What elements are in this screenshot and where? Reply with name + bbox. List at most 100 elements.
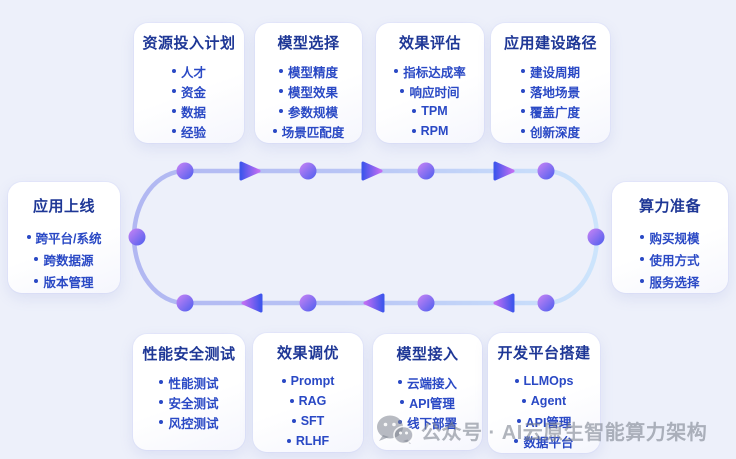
bullet-icon	[640, 257, 645, 261]
bullet-icon	[278, 89, 283, 93]
bullet-icon	[397, 420, 402, 424]
card-item-label: API管理	[525, 415, 572, 430]
card-item-list: 跨平台/系统 跨数据源 版本管理	[8, 226, 120, 292]
list-item: 响应时间	[376, 81, 484, 101]
list-item: 模型效果	[255, 81, 362, 101]
loop-node-dot	[176, 162, 194, 180]
card-computing-power-preparation: 算力准备 购买规模 使用方式 服务选择	[612, 182, 728, 293]
card-item-label: 跨平台/系统	[35, 231, 102, 246]
list-item: 性能测试	[133, 372, 245, 392]
card-item-label: 服务选择	[649, 275, 700, 290]
card-title: 算力准备	[638, 198, 701, 215]
card-title: 模型选择	[277, 35, 340, 52]
card-item-label: RLHF	[295, 434, 330, 448]
card-item-list: 云端接入 API管理 线下部署	[373, 372, 482, 432]
card-title: 效果调优	[276, 345, 339, 362]
card-item-label: 落地场景	[529, 85, 580, 100]
list-item: 场景匹配度	[255, 121, 362, 141]
bullet-icon	[514, 379, 519, 383]
list-item: RPM	[376, 121, 484, 141]
list-item: Agent	[488, 391, 600, 411]
card-item-list: Prompt RAG SFT RLHF	[253, 371, 363, 451]
list-item: 经验	[134, 121, 244, 141]
bullet-icon	[286, 439, 291, 443]
card-item-label: 资金	[180, 85, 206, 100]
card-effect-evaluation: 效果评估 指标达成率 响应时间 TPM RPM	[376, 23, 484, 143]
card-item-label: 指标达成率	[403, 65, 466, 80]
list-item: 模型精度	[255, 61, 362, 81]
card-dev-platform-building: 开发平台搭建 LLMOps Agent API管理 数据平台	[488, 333, 600, 453]
card-item-list: 购买规模 使用方式 服务选择	[612, 226, 728, 292]
card-item-label: 安全测试	[168, 396, 219, 411]
bullet-icon	[171, 109, 176, 113]
arrow-left-icon	[241, 293, 263, 313]
loop-node-dot	[537, 294, 555, 312]
loop-node-dot	[128, 228, 146, 246]
loop-node-dot	[299, 162, 317, 180]
bullet-icon	[520, 89, 525, 93]
bullet-icon	[411, 129, 416, 133]
list-item: 数据平台	[488, 431, 600, 451]
arrow-right-icon	[239, 161, 261, 181]
card-item-label: 跨数据源	[43, 253, 94, 268]
card-title: 应用建设路径	[503, 35, 597, 52]
bullet-icon	[159, 400, 164, 404]
card-title: 效果评估	[398, 35, 461, 52]
card-item-label: 创新深度	[529, 125, 580, 140]
list-item: 云端接入	[373, 372, 482, 392]
bullet-icon	[400, 400, 405, 404]
list-item: LLMOps	[488, 371, 600, 391]
bullet-icon	[159, 420, 164, 424]
list-item: 线下部署	[373, 412, 482, 432]
card-item-label: 性能测试	[168, 376, 219, 391]
bullet-icon	[520, 69, 525, 73]
bullet-icon	[34, 279, 39, 283]
card-item-list: 性能测试 安全测试 风控测试	[133, 372, 245, 432]
bullet-icon	[640, 279, 645, 283]
card-item-label: 使用方式	[649, 253, 700, 268]
card-item-label: 响应时间	[409, 85, 460, 100]
card-item-label: 线下部署	[406, 416, 457, 431]
list-item: 覆盖广度	[491, 101, 610, 121]
card-item-label: SFT	[300, 414, 325, 428]
card-item-label: TPM	[421, 104, 448, 118]
bullet-icon	[514, 439, 519, 443]
loop-node-dot	[417, 162, 435, 180]
bullet-icon	[520, 129, 525, 133]
bullet-icon	[278, 69, 283, 73]
list-item: 数据	[134, 101, 244, 121]
card-performance-security-testing: 性能安全测试 性能测试 安全测试 风控测试	[133, 334, 245, 450]
loop-node-dot	[417, 294, 435, 312]
loop-track	[131, 168, 600, 306]
bullet-icon	[516, 419, 521, 423]
card-item-label: 人才	[180, 65, 206, 80]
card-item-list: LLMOps Agent API管理 数据平台	[488, 371, 600, 451]
bullet-icon	[281, 379, 286, 383]
list-item: 指标达成率	[376, 61, 484, 81]
card-item-label: 云端接入	[406, 376, 457, 391]
list-item: 建设周期	[491, 61, 610, 81]
card-title: 开发平台搭建	[497, 345, 591, 362]
list-item: 服务选择	[612, 270, 728, 292]
loop-node-dot	[299, 294, 317, 312]
bullet-icon	[640, 235, 645, 239]
card-item-label: API管理	[409, 396, 455, 411]
card-title: 模型接入	[396, 346, 459, 363]
card-app-launch: 应用上线 跨平台/系统 跨数据源 版本管理	[8, 182, 120, 293]
bullet-icon	[34, 257, 39, 261]
card-model-access: 模型接入 云端接入 API管理 线下部署	[373, 334, 482, 450]
list-item: SFT	[253, 411, 363, 431]
bullet-icon	[291, 419, 296, 423]
bullet-icon	[272, 129, 277, 133]
bullet-icon	[289, 399, 294, 403]
card-item-list: 指标达成率 响应时间 TPM RPM	[376, 61, 484, 141]
loop-node-dot	[587, 228, 605, 246]
list-item: 人才	[134, 61, 244, 81]
card-item-label: 数据	[180, 105, 206, 120]
card-resource-investment-plan: 资源投入计划 人才 资金 数据 经验	[134, 23, 244, 143]
bullet-icon	[400, 89, 405, 93]
card-item-label: 模型精度	[287, 65, 338, 80]
card-item-list: 建设周期 落地场景 覆盖广度 创新深度	[491, 61, 610, 141]
card-item-list: 人才 资金 数据 经验	[134, 61, 244, 141]
